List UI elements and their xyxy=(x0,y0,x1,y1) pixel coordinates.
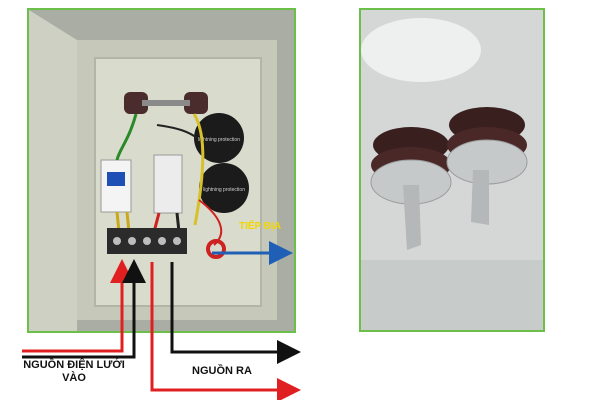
ground-lug xyxy=(206,239,226,259)
insulator-right xyxy=(184,92,208,114)
arrester-illustration xyxy=(361,10,543,330)
surge-module xyxy=(153,154,183,214)
disc-label-1: lightning protection xyxy=(198,137,240,143)
output-power-label: NGUỒN RA xyxy=(192,365,252,377)
disc-label-2: lightning protection xyxy=(203,187,245,193)
cabinet-photo: lightning protection lightning protectio… xyxy=(27,8,296,333)
lightning-protection-disc-2 xyxy=(199,163,249,213)
output-live-arrow xyxy=(150,262,301,400)
input-power-label: NGUỒN ĐIỆN LƯỚI VÀO xyxy=(23,359,125,384)
input-live-arrow xyxy=(22,259,134,353)
arrester-1-bracket xyxy=(403,185,421,250)
ground-label: TIẾP ĐỊA xyxy=(239,221,282,232)
cabinet-door xyxy=(29,10,77,331)
input-neutral-arrow xyxy=(22,259,146,359)
insulator-left xyxy=(124,92,148,114)
arrester-2-bracket xyxy=(471,170,489,225)
cabinet-illustration: lightning protection lightning protectio… xyxy=(29,10,294,331)
lightning-protection-disc-1 xyxy=(194,113,244,163)
arrester-photo xyxy=(359,8,545,332)
output-neutral-arrow xyxy=(170,262,301,364)
